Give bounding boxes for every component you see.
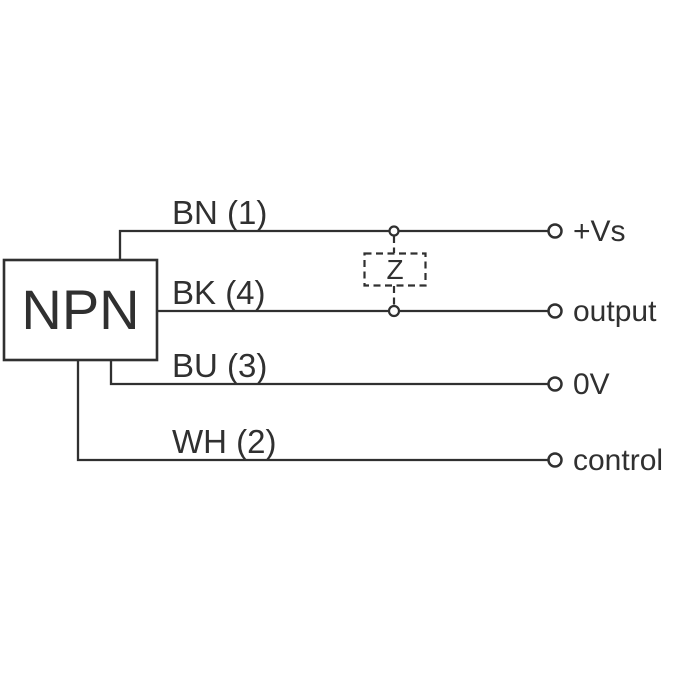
- wire-label-bu: BU (3): [172, 347, 268, 384]
- terminal-0v-circle: [547, 376, 563, 392]
- terminal-output-circle: [547, 303, 563, 319]
- load-label: Z: [386, 253, 404, 285]
- wire-label-wh: WH (2): [172, 423, 277, 460]
- wire-wh: [76, 360, 549, 462]
- junction-node-bn: [388, 225, 400, 237]
- terminal-label-control: control: [573, 444, 664, 477]
- wire-label-bk: BK (4): [172, 274, 266, 311]
- terminal-label-0v: 0V: [573, 368, 610, 401]
- wire-bn: [118, 229, 549, 260]
- sensor-box: [2, 258, 159, 362]
- device-label: NPN: [21, 278, 140, 341]
- terminal-vs-circle: [547, 223, 563, 239]
- terminal-label-output: output: [573, 295, 657, 328]
- terminal-label-vs: +Vs: [573, 215, 626, 248]
- junction-node-bk: [387, 304, 401, 318]
- wire-label-bn: BN (1): [172, 194, 268, 231]
- terminal-control-circle: [547, 452, 563, 468]
- wire-bu: [109, 360, 549, 386]
